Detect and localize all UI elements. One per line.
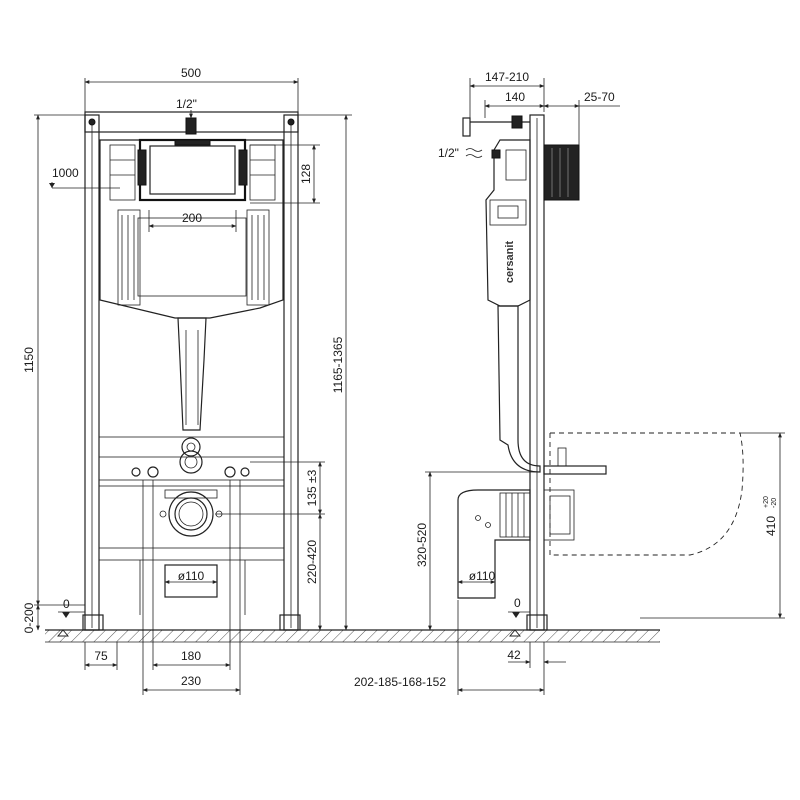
dim-side-depth-total: 147-210 xyxy=(485,70,529,84)
dim-water-inlet-front: 1/2" xyxy=(176,97,197,111)
front-cistern xyxy=(99,117,284,431)
dim-frame-width: 500 xyxy=(181,66,201,80)
dim-adjustable-height: 1165-1365 xyxy=(331,336,345,393)
brand-logo-text: cersanit xyxy=(504,241,516,284)
dim-wall-offset: 25-70 xyxy=(584,90,615,104)
dim-bowl-projection: 202-185-168-152 xyxy=(354,675,446,689)
dim-drain-height-side: 320-520 xyxy=(415,523,429,567)
dim-bowl-height-tol-plus: +20 xyxy=(763,496,770,508)
dim-tank-offset: 128 xyxy=(299,164,313,184)
side-dimensions: 147-210 140 25-70 1/2" 320-520 ø110 0 xyxy=(354,70,785,695)
dim-drain-height-front: 220-420 xyxy=(305,540,319,584)
dim-foot-offset: 75 xyxy=(94,649,108,663)
dim-floor-level-side: 0 xyxy=(514,596,521,610)
side-frame xyxy=(462,114,580,631)
dim-bolt-spacing-vertical: 135 ±3 xyxy=(305,469,319,506)
dim-drain-pipe-side: ø110 xyxy=(469,569,496,583)
side-view: cersanit xyxy=(354,70,785,695)
dim-water-inlet-side: 1/2" xyxy=(438,146,459,160)
dim-feet-adjust: 0-200 xyxy=(22,602,36,633)
dim-bowl-height-tol-minus: -20 xyxy=(771,498,778,508)
dim-button-width: 200 xyxy=(182,211,202,225)
dim-bowl-height: 410 xyxy=(764,516,778,536)
dim-drain-spacing: 230 xyxy=(181,674,201,688)
side-drain xyxy=(457,489,575,599)
side-cistern: cersanit xyxy=(485,139,607,475)
front-view: 500 1/2" 1000 128 200 1150 xyxy=(22,66,352,695)
front-frame xyxy=(82,111,301,631)
dim-foot-depth: 42 xyxy=(507,648,521,662)
dim-reference-height: 1000 xyxy=(52,166,79,180)
dim-drain-pipe-front: ø110 xyxy=(178,569,205,583)
floor xyxy=(45,629,660,643)
front-dimensions: 500 1/2" 1000 128 200 1150 xyxy=(22,66,352,695)
dim-side-depth-frame: 140 xyxy=(505,90,525,104)
dim-bolt-spacing: 180 xyxy=(181,649,201,663)
toilet-bowl-outline xyxy=(550,432,744,556)
front-fittings xyxy=(131,437,250,598)
dim-floor-level-front: 0 xyxy=(63,597,70,611)
dim-total-height: 1150 xyxy=(22,347,36,373)
